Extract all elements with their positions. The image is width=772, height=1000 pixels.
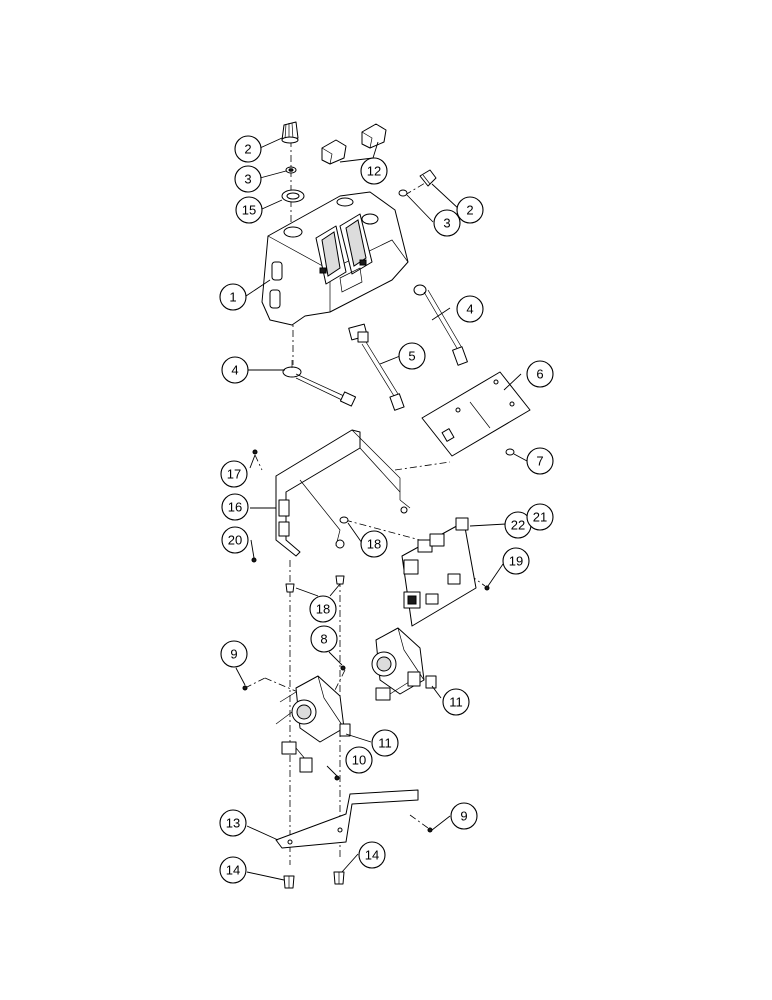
callout-label: 18 — [367, 537, 381, 552]
circuit-board-part-21 — [401, 517, 490, 627]
callout-label: 9 — [230, 647, 237, 662]
callout-label: 21 — [533, 510, 547, 525]
callout-17: 17 — [220, 460, 248, 488]
callout-label: 22 — [511, 518, 525, 533]
callout-3-right: 3 — [433, 209, 461, 237]
callout-label: 4 — [466, 302, 473, 317]
screws-bracket — [251, 449, 349, 593]
callout-16: 16 — [221, 493, 249, 521]
callout-4-right: 4 — [456, 295, 484, 323]
callout-6: 6 — [526, 360, 554, 388]
joystick-assembly-part-11-right — [371, 627, 437, 701]
callout-label: 7 — [536, 454, 543, 469]
callout-10: 10 — [345, 746, 373, 774]
screws-part-14 — [283, 871, 345, 889]
callout-3-left: 3 — [234, 165, 262, 193]
screws-joystick — [242, 665, 433, 833]
callout-12: 12 — [360, 157, 388, 185]
washer-part-3-left — [285, 166, 297, 174]
callout-label: 8 — [320, 632, 327, 647]
callout-label: 20 — [228, 533, 242, 548]
callout-11-left: 11 — [371, 729, 399, 757]
callout-label: 19 — [509, 554, 523, 569]
knob-part-2-left — [281, 121, 299, 144]
callout-2-right: 2 — [456, 196, 484, 224]
handle-caps-part-12 — [321, 123, 387, 165]
callout-label: 3 — [443, 216, 450, 231]
callout-label: 13 — [226, 816, 240, 831]
callout-label: 3 — [244, 172, 251, 187]
callout-label: 4 — [231, 363, 238, 378]
callout-14-right: 14 — [358, 841, 386, 869]
callout-label: 12 — [367, 164, 381, 179]
callout-label: 14 — [226, 863, 240, 878]
joystick-assembly-part-11-left — [275, 675, 351, 773]
callout-9-left: 9 — [220, 640, 248, 668]
callout-label: 16 — [228, 500, 242, 515]
cover-plate-part-6 — [421, 371, 531, 457]
callout-label: 11 — [449, 695, 463, 710]
callout-label: 10 — [352, 753, 366, 768]
washer-part-3-right — [398, 189, 408, 197]
callout-18-center: 18 — [360, 530, 388, 558]
callout-14-left: 14 — [219, 856, 247, 884]
callout-22: 22 — [504, 511, 532, 539]
callout-label: 5 — [408, 349, 415, 364]
callout-label: 14 — [365, 848, 379, 863]
callout-18-bottom: 18 — [309, 595, 337, 623]
bottom-plate-part-13 — [275, 789, 419, 849]
ring-part-15 — [281, 189, 305, 203]
callout-19: 19 — [502, 547, 530, 575]
callout-7: 7 — [526, 447, 554, 475]
callout-20: 20 — [221, 526, 249, 554]
callout-2-left: 2 — [234, 135, 262, 163]
screw-part-7 — [505, 448, 515, 456]
callout-4-left: 4 — [221, 356, 249, 384]
callout-13: 13 — [219, 809, 247, 837]
callout-label: 2 — [466, 203, 473, 218]
callout-label: 1 — [229, 290, 236, 305]
wire-harness-part-4-left — [282, 360, 357, 407]
leader-lines — [235, 137, 528, 881]
callout-1: 1 — [219, 283, 247, 311]
callout-9-right: 9 — [450, 802, 478, 830]
callout-label: 6 — [536, 367, 543, 382]
callout-label: 17 — [227, 467, 241, 482]
knob-part-2-right — [419, 169, 437, 187]
console-cover-part-1 — [261, 191, 409, 326]
wire-harness-part-5 — [348, 323, 405, 411]
callout-21: 21 — [526, 503, 554, 531]
callout-label: 15 — [242, 203, 256, 218]
callout-label: 11 — [378, 736, 392, 751]
callout-11-right: 11 — [442, 688, 470, 716]
callout-5: 5 — [398, 342, 426, 370]
callout-label: 2 — [244, 142, 251, 157]
wire-harness-part-4-right — [413, 284, 468, 366]
callout-8: 8 — [310, 625, 338, 653]
callout-label: 18 — [316, 602, 330, 617]
mounting-bracket-part-16 — [275, 429, 411, 557]
callout-label: 9 — [460, 809, 467, 824]
callout-15: 15 — [235, 196, 263, 224]
